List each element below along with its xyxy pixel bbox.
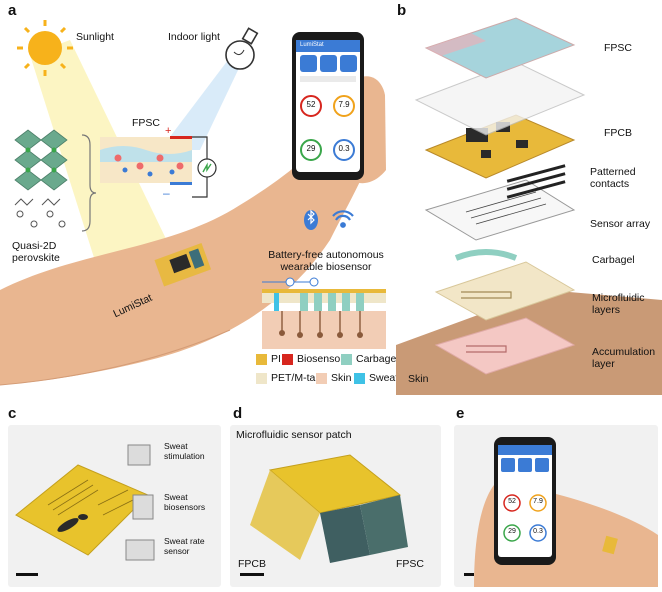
wearable-cross-section [262,277,386,349]
wearable-label: Battery-free autonomous wearable biosens… [268,249,384,274]
legend-item: Sweat [354,372,398,384]
legend-item: Skin [316,372,351,384]
label-patch: Microfluidic sensor patch [236,429,352,441]
label-fpsc: FPSC [396,558,425,570]
phone-glucose-value: 52 [306,100,316,109]
panel-a-label: a [8,2,17,19]
svg-text:–: – [163,186,170,200]
layer-label-microfluidic: Microfluidic layers [592,292,645,317]
layer-label-sensor-array: Sensor array [590,218,651,230]
perovskite-lattice [14,129,68,191]
fpsc-panel-2 [360,495,408,555]
sweat-stimulation-electrode [127,444,151,466]
panel-a-illustration: + – [0,20,386,386]
panel-d-label: d [233,405,243,422]
carbagel [454,249,518,261]
wearable-on-wrist [602,535,618,555]
panel-a: + – a Sunlight Indoor [0,0,399,395]
phone-sweatrate-value: 0.3 [338,144,350,153]
phone-ph-value: 7.9 [338,100,350,109]
skin-label: Skin [408,373,429,385]
panel-e-photo [464,437,658,587]
layer-label-fpcb: FPCB [604,127,633,139]
fpcb-flap [250,470,320,560]
sunlight-label: Sunlight [76,31,114,43]
label-sweat-biosensors: Sweat biosensors [164,492,206,512]
phone-e-temp: 29 [508,528,516,535]
panel-c-label: c [8,405,17,422]
sweat-rate-electrode [125,539,155,561]
phone-e-glucose: 52 [508,498,516,505]
panel-e: 52 7.9 29 0.3 [454,425,658,587]
panel-c-photo [15,444,155,576]
svg-text:+: + [165,125,171,137]
legend-item: Biosensors [282,353,349,365]
fpsc-label: FPSC [132,117,161,129]
scale-bar [240,573,264,576]
lumistat-device [154,243,212,287]
panel-e-label: e [456,405,465,422]
fpsc-panel-1 [320,505,370,563]
panel-b: b FPSC FPCB Patterned contacts Sensor ar… [396,0,662,395]
microfluidic-layer [434,261,576,321]
fpsc-panel [424,17,576,79]
fpsc-cell: + – [100,125,217,200]
phone-app-name: LumiStat [300,42,324,48]
legend-item: PET/M-tape [256,372,327,384]
phone-temp-value: 29 [306,144,316,153]
scale-bar [16,573,38,576]
arm [0,100,385,385]
legend-item: Carbagel [341,353,399,365]
label-fpcb: FPCB [238,558,267,570]
layer-label-contacts: Patterned contacts [590,166,636,191]
layer-label-accumulation: Accumulation layer [592,346,656,371]
wifi-icon [332,210,354,228]
panel-d-photo [240,454,408,576]
indoor-light-label: Indoor light [168,31,220,43]
layer-label-fpsc: FPSC [604,42,633,54]
perovskite-label: Quasi-2D perovskite [12,240,60,265]
light-bulb-icon [225,27,259,70]
panel-b-label: b [397,2,407,19]
panel-d: Microfluidic sensor patch FPCB FPSC [230,425,441,587]
phone-e-rate: 0.3 [533,528,543,535]
indoor-light-beam [160,45,250,150]
sun-icon [17,20,73,76]
legend-item: PI [256,353,281,365]
panel-b-exploded-view [396,17,662,395]
label-sweat-stimulation: Sweat stimulation [164,441,205,461]
panel-c: Sweat stimulation Sweat biosensors Sweat… [8,425,221,587]
sweat-biosensors-electrode [132,494,154,520]
bluetooth-icon [304,209,318,230]
legend: PI Biosensors Carbagel PET/M-tape Skin S… [256,353,399,393]
phone-e-ph: 7.9 [533,498,543,505]
layer-label-carbagel: Carbagel [592,254,635,266]
smartphone [292,32,364,180]
scale-bar [464,573,474,576]
label-sweat-rate-sensor: Sweat rate sensor [164,536,205,556]
patterned-contacts [506,164,566,199]
